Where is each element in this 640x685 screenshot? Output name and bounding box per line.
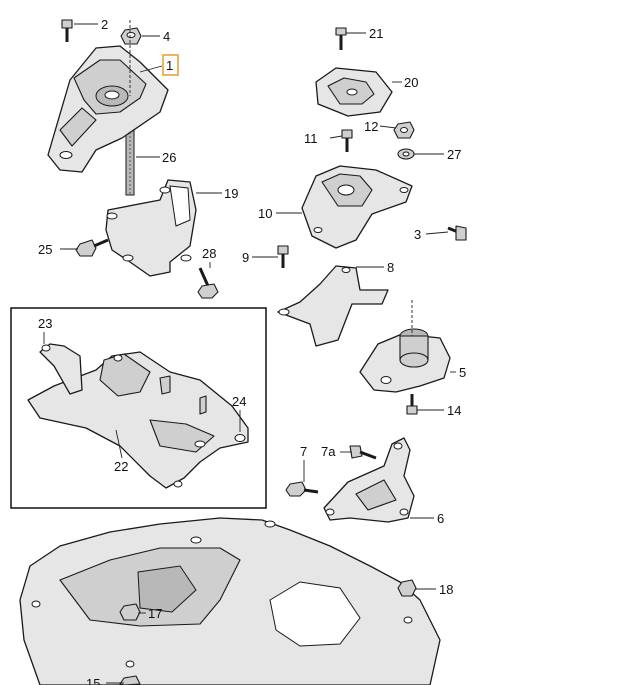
stud-26 [125, 129, 135, 196]
highlight-box-1 [162, 54, 179, 76]
leader-lines [43, 23, 456, 684]
bolt-28 [197, 267, 219, 299]
callout-12: 12 [364, 119, 378, 134]
bolt-21 [335, 27, 347, 50]
nut-17 [119, 603, 141, 621]
bolt-25 [75, 238, 109, 257]
callout-18: 18 [439, 582, 453, 597]
bracket-6-assembly [285, 437, 415, 523]
callout-1: 1 [166, 58, 173, 73]
callout-6: 6 [437, 511, 444, 526]
callout-14: 14 [447, 403, 461, 418]
mount-body-5 [359, 300, 451, 393]
mount-body-10 [301, 165, 413, 249]
callout-8: 8 [387, 260, 394, 275]
callout-23: 23 [38, 316, 52, 331]
callout-22: 22 [114, 459, 128, 474]
bracket-19 [75, 179, 219, 299]
mount-body-1 [47, 20, 169, 173]
nut-18 [397, 579, 417, 597]
washer-27 [397, 148, 415, 160]
mount-cover-20 [315, 67, 393, 117]
bolt-7a [349, 445, 377, 460]
underbody-shield [19, 517, 441, 685]
callout-labels: 1 2 4 26 19 25 28 21 20 11 12 27 10 3 9 … [38, 17, 466, 685]
callout-10: 10 [258, 206, 272, 221]
bolt-9 [277, 245, 289, 268]
callout-15: 15 [86, 676, 100, 685]
engine-mount-upper-left [47, 19, 169, 196]
callout-19: 19 [224, 186, 238, 201]
bolt-11 [341, 129, 353, 152]
callout-20: 20 [404, 75, 418, 90]
callout-9: 9 [242, 250, 249, 265]
nut-12 [393, 121, 415, 139]
subframe-22 [27, 343, 249, 489]
callout-25: 25 [38, 242, 52, 257]
callout-17: 17 [148, 606, 162, 621]
callout-3: 3 [414, 227, 421, 242]
callout-11: 11 [304, 131, 318, 146]
bracket-6 [323, 437, 415, 523]
bolt-2 [61, 19, 73, 42]
bracket-8 [277, 265, 389, 347]
bolt-3 [447, 225, 467, 241]
mount-assembly-right [277, 27, 467, 415]
callout-26: 26 [162, 150, 176, 165]
callout-28: 28 [202, 246, 216, 261]
callout-24: 24 [232, 394, 246, 409]
nut-4 [120, 27, 142, 45]
bolt-7 [285, 481, 319, 497]
callout-27: 27 [447, 147, 461, 162]
bolt-14 [406, 394, 418, 415]
callout-7a: 7a [321, 444, 336, 459]
subframe-inset [10, 307, 267, 509]
callout-7: 7 [300, 444, 307, 459]
callout-2: 2 [101, 17, 108, 32]
callout-4: 4 [163, 29, 170, 44]
callout-21: 21 [369, 26, 383, 41]
callout-5: 5 [459, 365, 466, 380]
